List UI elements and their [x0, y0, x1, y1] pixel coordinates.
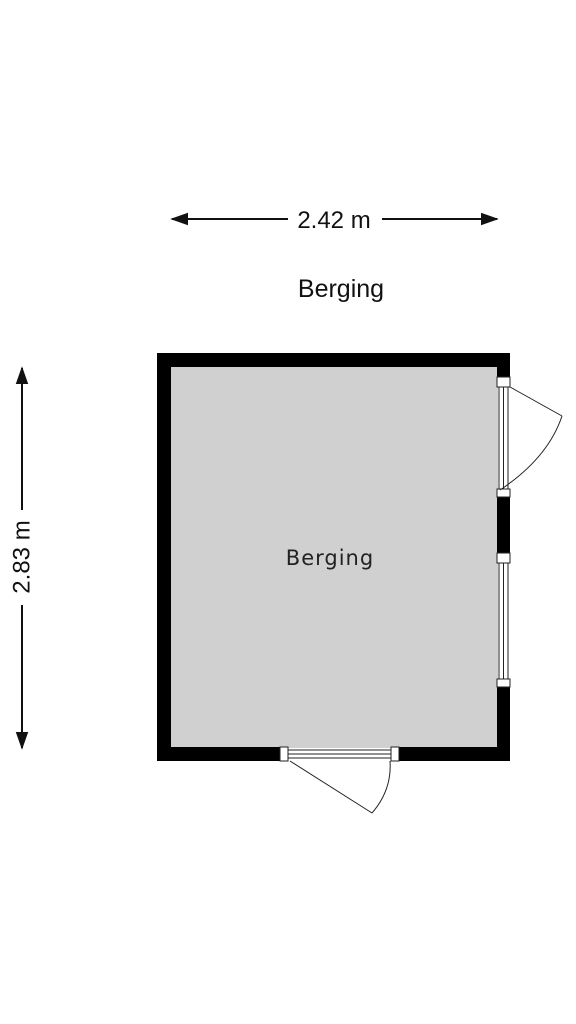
plan-title: Berging: [298, 275, 384, 303]
width-dimension: 2.42 m: [170, 207, 499, 234]
wall-right-top: [497, 353, 510, 377]
wall-right-middle: [497, 497, 510, 553]
window-right: [496, 552, 511, 688]
height-dimension-label: 2.83 m: [9, 520, 36, 593]
wall-top: [157, 353, 510, 367]
height-dimension: 2.83 m: [9, 366, 36, 750]
wall-bottom-right: [399, 747, 510, 761]
room-floor: [170, 366, 498, 748]
room-label: Berging: [286, 546, 374, 570]
wall-bottom-left: [157, 747, 280, 761]
door-right: [496, 376, 563, 498]
walls: [157, 353, 510, 761]
wall-right-bottom: [497, 687, 510, 761]
door-bottom: [279, 746, 400, 814]
wall-left: [157, 353, 171, 761]
width-dimension-label: 2.42 m: [297, 207, 370, 234]
